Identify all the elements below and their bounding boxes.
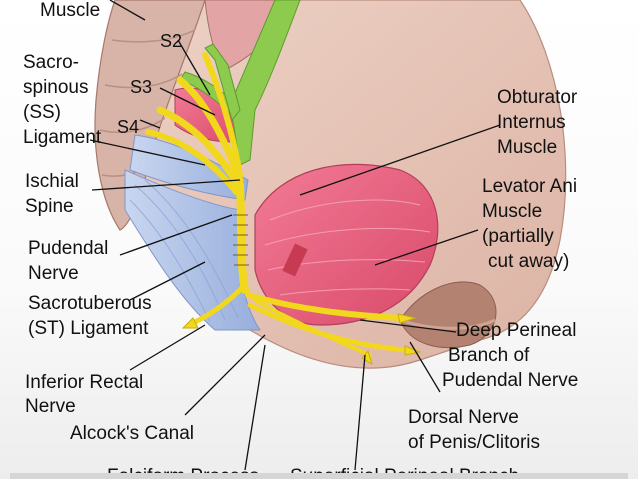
alcock-canal-marks [233,214,249,266]
label-levator-1: Levator Ani [482,176,578,197]
label-dorsal-nerve-1: Dorsal Nerve [408,407,519,428]
label-s2: S2 [160,31,183,51]
label-ischial-1: Ischial [25,171,79,192]
pudendal-nerve-tree [145,52,408,357]
label-deep-perineal-3: Pudendal Nerve [442,370,579,391]
label-dorsal-nerve-2: of Penis/Clitoris [408,432,540,453]
bulb [399,281,497,348]
label-levator-2: Muscle [482,201,543,222]
label-obturator-2: Internus [497,112,566,133]
label-sacrospinous-3: (SS) [23,102,61,123]
label-obturator-3: Muscle [497,137,558,158]
label-alcocks-canal: Alcock's Canal [70,423,195,444]
label-deep-perineal-1: Deep Perineal [456,320,577,341]
frame-bottom-bar [10,473,628,479]
label-sacrospinous-1: Sacro- [23,52,79,73]
label-ischial-2: Spine [25,196,74,217]
label-s3: S3 [130,77,153,97]
label-muscle-top: Muscle [40,0,101,21]
label-inferior-rectal-1: Inferior Rectal [25,372,144,393]
label-s4: S4 [117,117,140,137]
label-deep-perineal-2: Branch of [448,345,530,366]
label-sacrotuberous-1: Sacrotuberous [28,293,152,314]
label-pudendal-1: Pudendal [28,238,109,259]
sacrospinous-ligament [129,134,249,201]
leader-lines [89,0,501,471]
label-sacrospinous-2: spinous [23,77,89,98]
label-levator-4: cut away) [488,251,570,272]
label-sacrotuberous-2: (ST) Ligament [28,318,149,339]
cut-marker [282,243,308,277]
label-levator-3: (partially [482,226,554,247]
label-pudendal-2: Nerve [28,263,79,284]
label-obturator-1: Obturator [497,87,578,108]
label-inferior-rectal-2: Nerve [25,396,76,417]
sacrum [94,0,206,231]
label-sacrospinous-4: Ligament [23,127,102,148]
